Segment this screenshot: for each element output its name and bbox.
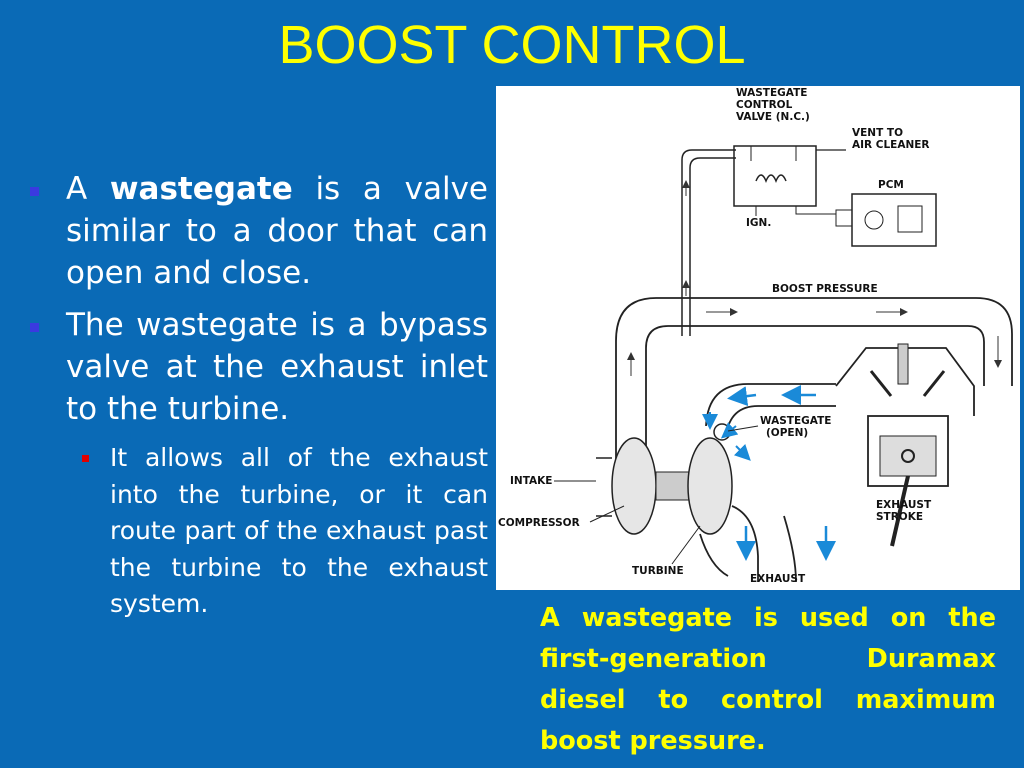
label-boost-pressure: BOOST PRESSURE [772,283,878,295]
engine-cylinder [835,343,975,547]
label-valve-2: CONTROL [736,99,793,111]
label-compressor: COMPRESSOR [498,517,580,529]
label-turbine: TURBINE [632,565,684,577]
label-vent-2: AIR CLEANER [852,139,930,151]
label-intake: INTAKE [510,475,552,487]
bullet-prefix: A [66,171,110,207]
sub-bullet-exhaust-route: It allows all of the exhaust into the tu… [28,440,488,623]
pcm-module [795,193,937,247]
label-exhaust: EXHAUST [750,573,806,585]
bullet-text: The wastegate is a bypass valve at the e… [66,307,488,427]
sub-bullet-text: It allows all of the exhaust into the tu… [110,443,488,618]
bullet-suffix: is a valve similar to a door that can op… [66,171,488,291]
bullet-wastegate-definition: A wastegate is a valve similar to a door… [28,168,488,294]
turbocharger [596,423,759,577]
label-wastegate-1: WASTEGATE [760,415,831,427]
slide-title: BOOST CONTROL [278,15,746,75]
label-valve-1: WASTEGATE [736,87,807,99]
label-wastegate-2: (OPEN) [766,427,808,439]
label-pcm: PCM [878,179,904,191]
label-ign: IGN. [746,217,771,229]
bullet-bold-term: wastegate [109,171,293,207]
label-stroke-2: STROKE [876,511,923,523]
bullet-bypass-valve: The wastegate is a bypass valve at the e… [28,304,488,430]
label-valve-3: VALVE (N.C.) [736,111,810,123]
diagram-svg: WASTEGATE CONTROL VALVE (N.C.) VENT TO A… [498,87,1013,585]
label-vent-1: VENT TO [852,127,903,139]
label-stroke-1: EXHAUST [876,499,932,511]
figure-caption: A wastegate is used on the first-generat… [540,603,996,756]
bullet-list: A wastegate is a valve similar to a door… [28,168,488,623]
wastegate-diagram: WASTEGATE CONTROL VALVE (N.C.) VENT TO A… [496,86,1020,590]
boost-pressure-pipe [615,297,1013,486]
wastegate-control-valve [733,145,817,216]
